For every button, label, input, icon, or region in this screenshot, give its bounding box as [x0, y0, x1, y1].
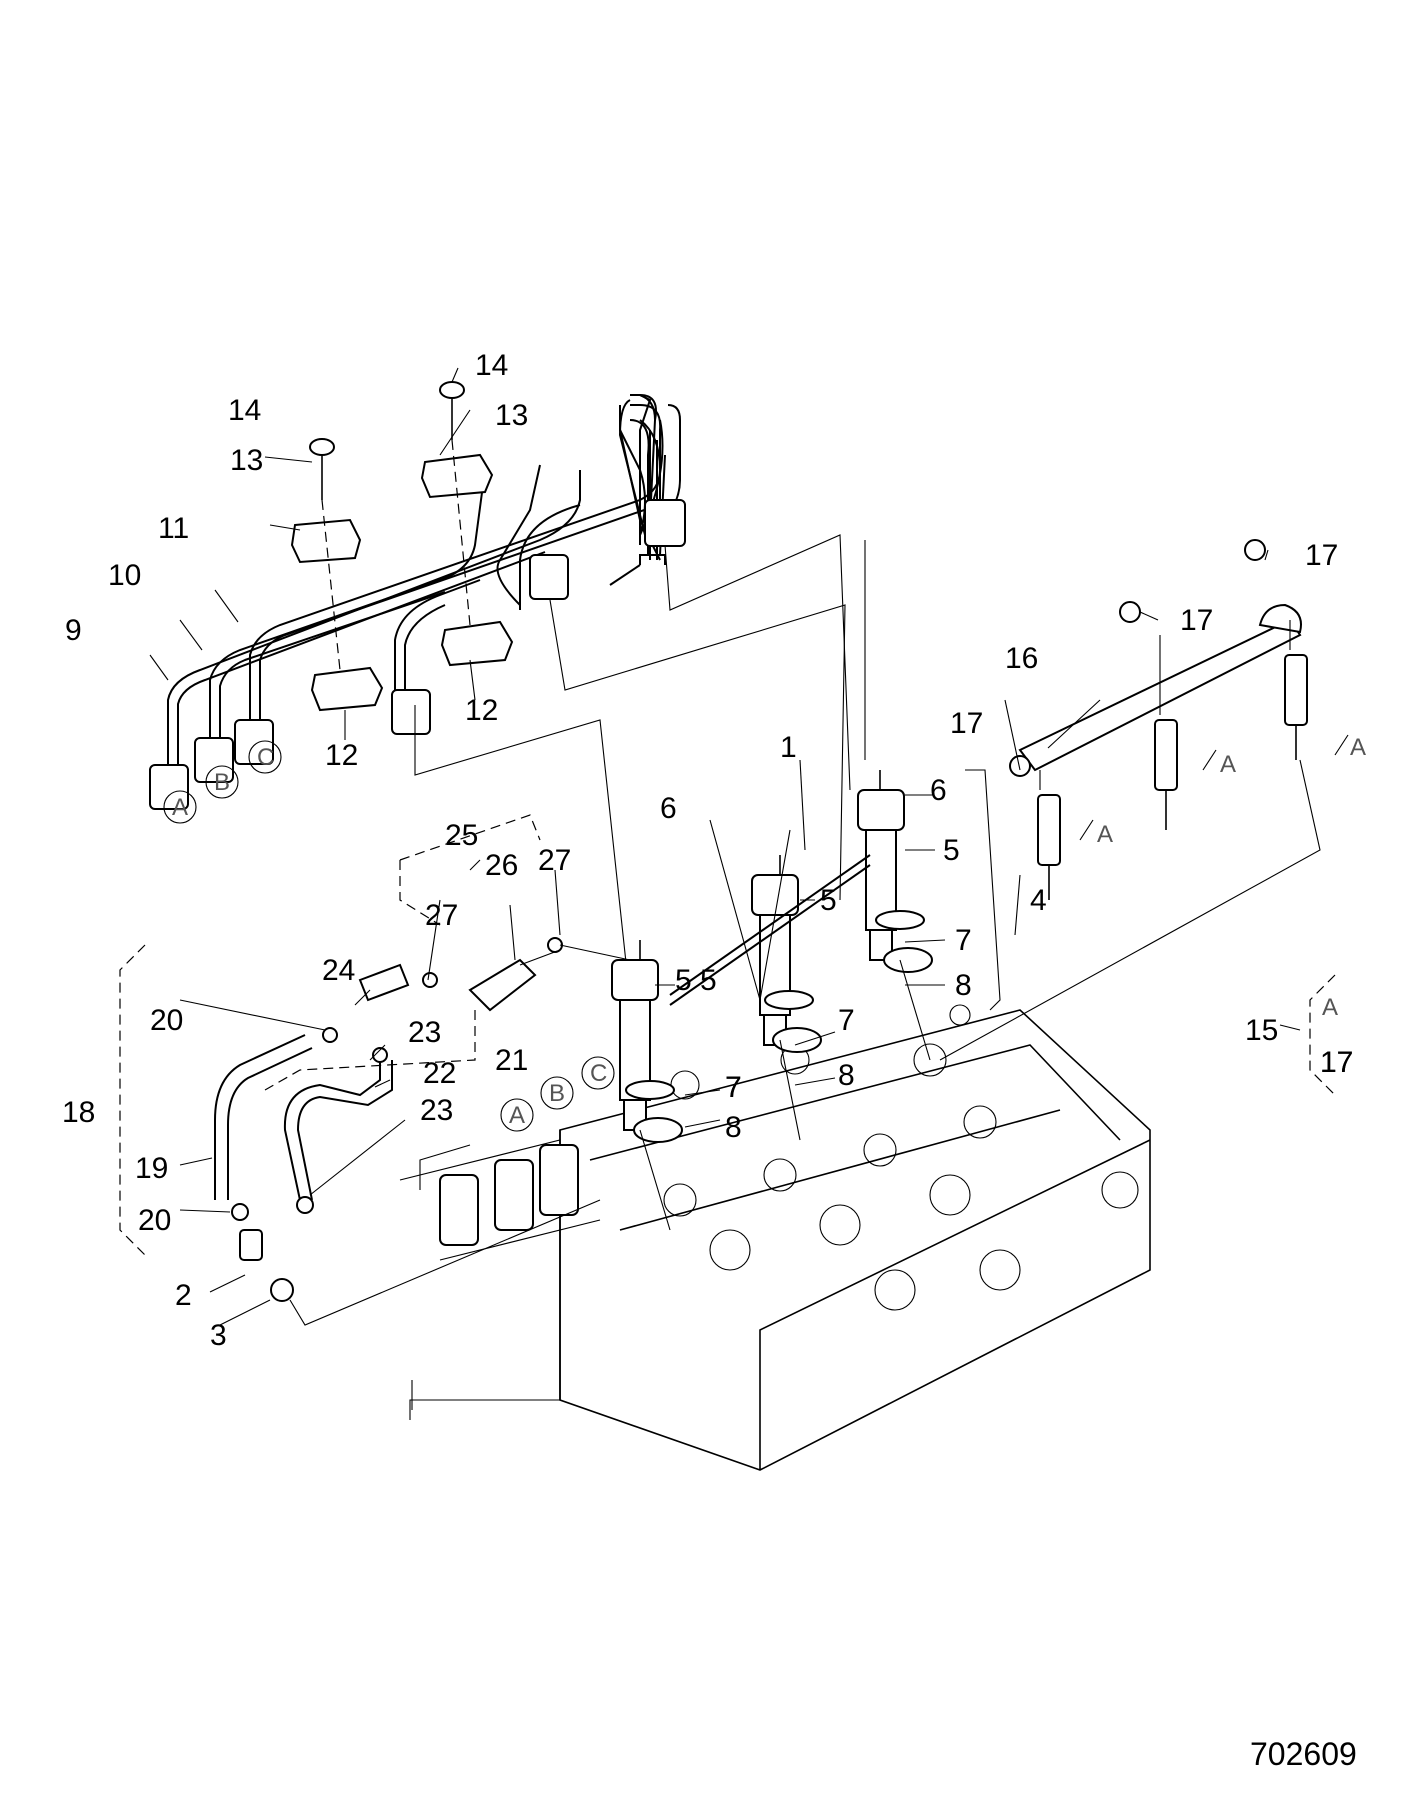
- callout-9: 9: [65, 614, 82, 647]
- cylinder-head: [399, 1004, 1151, 1471]
- callout-16: 16: [1005, 642, 1038, 675]
- reference-box: [1309, 974, 1336, 1096]
- assembly-lines: [414, 534, 866, 1001]
- glow-plug-assembly: [939, 539, 1321, 1061]
- callout-18: 18: [62, 1096, 95, 1129]
- pipe-clamps: [290, 381, 514, 712]
- callout-13b: 13: [495, 399, 528, 432]
- callout-5a: 5: [943, 834, 960, 867]
- callout-17c: 17: [950, 707, 983, 740]
- circle-letter-c-2: C: [590, 1060, 607, 1087]
- callout-7a: 7: [955, 924, 972, 957]
- callout-14b: 14: [475, 349, 508, 382]
- ref-letter-a-4: A: [1322, 994, 1338, 1021]
- callout-24: 24: [322, 954, 355, 987]
- callout-23b: 23: [420, 1094, 453, 1127]
- pipe-nuts: [149, 499, 686, 810]
- ref-letter-a-1: A: [1350, 734, 1366, 761]
- callout-10: 10: [108, 559, 141, 592]
- callout-27b: 27: [425, 899, 458, 932]
- callout-5b: 5: [820, 884, 837, 917]
- callout-17b: 17: [1180, 604, 1213, 637]
- callout-6b: 6: [930, 774, 947, 807]
- callout-7c: 7: [725, 1071, 742, 1104]
- pump-nozzles: [419, 1144, 579, 1246]
- callout-1: 1: [780, 731, 797, 764]
- ref-letter-a-3: A: [1097, 821, 1113, 848]
- callout-3: 3: [210, 1319, 227, 1352]
- callout-6a: 6: [660, 792, 677, 825]
- callout-13a: 13: [230, 444, 263, 477]
- callout-12b: 12: [465, 694, 498, 727]
- callout-5c: 5: [700, 964, 717, 997]
- callout-25: 25: [445, 819, 478, 852]
- drawing-number: 702609: [1250, 1736, 1357, 1772]
- callout-4: 4: [1030, 884, 1047, 917]
- injection-pipes: [167, 394, 681, 770]
- callout-20a: 20: [150, 1004, 183, 1037]
- callout-17e: 17: [1320, 1046, 1353, 1079]
- circle-letters: A B C A B C: [163, 740, 615, 1132]
- callout-8c: 8: [725, 1111, 742, 1144]
- callout-14a: 14: [228, 394, 261, 427]
- reference-letters: A A A A: [1079, 734, 1366, 1021]
- circle-letter-b-1: B: [214, 769, 230, 796]
- callout-17d: 17: [1320, 1046, 1353, 1079]
- callout-numbers: 1 2 3 4 5 5 5 5 6 6 7 7 7 7 8 8 8 9 10 1…: [62, 349, 1353, 1352]
- circle-letter-a-1: A: [172, 794, 188, 821]
- callout-8a: 8: [955, 969, 972, 1002]
- ref-letter-a-2: A: [1220, 751, 1236, 778]
- callout-7d: 7: [725, 1071, 742, 1104]
- leak-off-pipe: [669, 854, 871, 1006]
- callout-8b: 8: [838, 1059, 855, 1092]
- callout-23a: 23: [408, 1016, 441, 1049]
- leader-lines: [149, 367, 1301, 1326]
- callout-7b: 7: [838, 1004, 855, 1037]
- circle-letter-c-1: C: [257, 744, 274, 771]
- callout-5d: 5: [675, 964, 692, 997]
- callout-20b: 20: [138, 1204, 171, 1237]
- callout-2: 2: [175, 1279, 192, 1312]
- callout-22: 22: [423, 1057, 456, 1090]
- return-assembly: [119, 814, 631, 1326]
- circle-letter-b-2: B: [549, 1080, 565, 1107]
- callout-21: 21: [495, 1044, 528, 1077]
- callout-17a: 17: [1305, 539, 1338, 572]
- callout-12a: 12: [325, 739, 358, 772]
- injectors: [611, 770, 933, 1231]
- callout-26: 26: [485, 849, 518, 882]
- callout-11: 11: [158, 512, 189, 545]
- callout-15: 15: [1245, 1014, 1278, 1047]
- circle-letter-a-2: A: [509, 1102, 525, 1129]
- callout-27a: 27: [538, 844, 571, 877]
- callout-19: 19: [135, 1152, 168, 1185]
